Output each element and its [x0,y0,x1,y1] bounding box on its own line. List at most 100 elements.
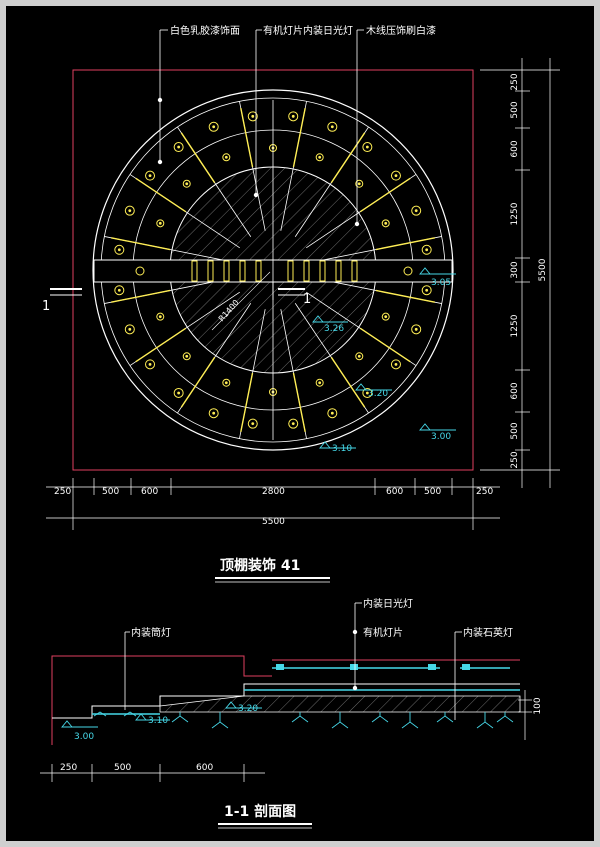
downlight-dot [128,327,132,331]
section-elevation-3-00: 3.00 [74,732,94,742]
elevation-3-10: 3.10 [332,444,352,454]
band-tube [191,260,198,282]
dim-right-3: 600 [510,140,520,157]
downlight-icon [355,179,364,188]
downlight-dot [414,327,418,331]
light-strip [375,289,435,303]
band-tube [335,260,342,282]
downlight-dot [357,354,361,358]
downlight-dot [177,145,181,149]
band-tube [351,260,358,282]
callout-downlight: 内装筒灯 [131,626,171,639]
band-tube [223,260,230,282]
downlight-dot [148,174,152,178]
downlight-dot [177,391,181,395]
light-strip [135,177,187,213]
callout-quartz-lamp: 内装石英灯 [463,626,513,639]
dim-right-9: 250 [510,451,520,468]
light-strip [111,237,171,251]
downlight-icon [315,153,324,162]
downlight-dot [425,248,429,252]
fixture-icon [436,715,454,723]
callout-latex-paint: 白色乳胶漆饰面 [170,24,240,37]
band-tube [303,260,310,282]
light-strip [240,108,254,168]
downlight-dot [394,362,398,366]
downlight-icon [327,121,338,132]
dim-bottom-6: 500 [424,487,441,497]
downlight-icon [208,408,219,419]
dim-right-7: 600 [510,382,520,399]
downlight-icon [288,111,299,122]
elevation-3-05: 3.05 [431,278,451,288]
downlights [114,111,432,429]
downlight-icon [145,359,156,370]
downlight-icon [156,219,165,228]
light-strip [180,356,216,408]
downlight-dot [394,174,398,178]
downlight-dot [357,182,361,186]
light-strip [240,372,254,432]
downlight-dot [330,125,334,129]
section-dim-1: 250 [60,763,77,773]
plan-title: 顶棚装饰 41 [220,557,300,574]
light-strip [359,177,411,213]
downlight-dot [158,221,162,225]
downlight-dot [185,182,189,186]
elevation-3-26: 3.26 [324,324,344,334]
dim-right-2: 500 [510,101,520,118]
dim-right-4: 1250 [510,202,520,225]
downlight-dot [148,362,152,366]
downlight-icon [208,121,219,132]
callout-organic-panel-lamp: 有机灯片内装日光灯 [263,24,353,37]
downlight-icon [411,205,422,216]
downlight-dot [291,422,295,426]
band-lamp-icon [135,266,145,276]
band-tube [255,260,262,282]
downlight-dot [318,381,322,385]
downlight-icon [362,142,373,153]
downlight-dot [384,315,388,319]
downlight-section-icon [123,711,137,717]
dim-bottom-2: 500 [102,487,119,497]
section-hatch [159,695,521,713]
fixture-icon [291,715,309,723]
downlight-icon [156,312,165,321]
band-tube [287,260,294,282]
fixture-icon [476,721,494,729]
downlight-icon [114,285,125,296]
light-strip [292,372,306,432]
downlight-dot [384,221,388,225]
dim-right-total: 5500 [538,258,548,281]
downlight-section-icon [93,711,107,717]
downlight-dot [330,411,334,415]
light-strip [292,108,306,168]
light-strip [330,356,366,408]
downlight-dot [224,381,228,385]
downlight-dot [158,315,162,319]
downlight-dot [425,288,429,292]
downlight-icon [411,324,422,335]
downlight-icon [222,153,231,162]
fixture-icon [331,721,349,729]
band-downlights [135,266,413,276]
downlight-dot [318,155,322,159]
downlight-icon [182,179,191,188]
fixture-icon [211,721,229,729]
downlight-dot [212,125,216,129]
downlight-dot [365,391,369,395]
downlight-icon [173,387,184,398]
downlight-icon [182,352,191,361]
section-marker-left: 1 [42,299,50,314]
downlight-dot [128,209,132,213]
dim-bottom-7: 250 [476,487,493,497]
dim-bottom-5: 600 [386,487,403,497]
downlight-dot [251,114,255,118]
section-fixtures [93,711,514,729]
callout-wood-trim: 木线压饰刷白漆 [366,24,436,37]
light-strips [111,108,435,432]
downlight-dot [365,145,369,149]
downlight-icon [421,244,432,255]
